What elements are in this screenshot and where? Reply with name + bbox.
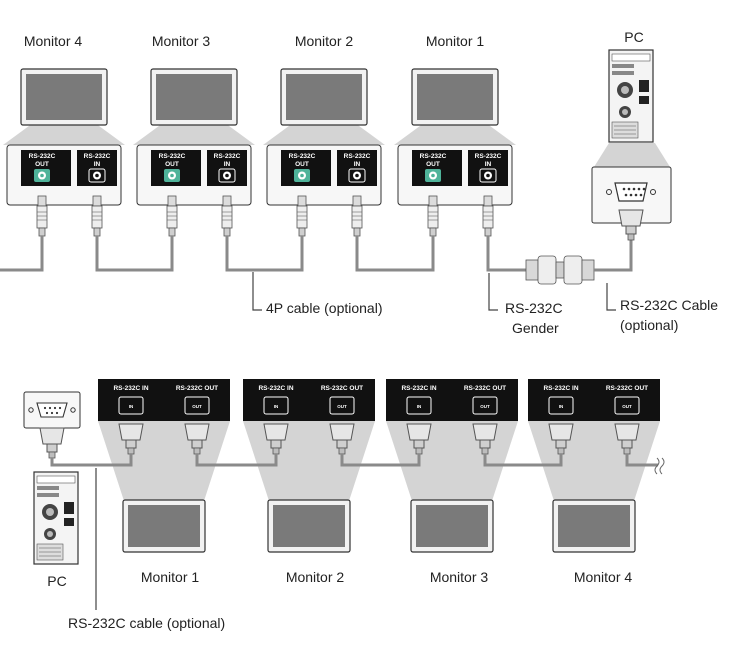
in-port-label: RS-232C (475, 153, 502, 160)
bottom-monitor-3-label: Monitor 3 (430, 569, 489, 585)
bottom-diagram: PC RS-232C IN RS-232C OUT IN OUT RS-232C… (23, 379, 665, 631)
in-port-sub: IN (485, 161, 492, 168)
out-pin: OUT (337, 404, 347, 409)
top-monitor-4-label: Monitor 4 (24, 33, 83, 49)
cable-break-icon (654, 457, 665, 475)
cable-4p-label: 4P cable (optional) (266, 300, 382, 316)
bottom-monitor-1-label: Monitor 1 (141, 569, 200, 585)
out-port-label: RS-232C (420, 153, 447, 160)
in-pin: IN (129, 404, 134, 409)
top-monitor-1: RS-232C OUT RS-232C IN (394, 68, 516, 237)
top-pc-label: PC (624, 29, 643, 45)
gender-label-line1: RS-232C (505, 300, 563, 316)
out-port-label: RS-232C (289, 153, 316, 160)
out-pin: OUT (192, 404, 202, 409)
bottom-rs232-cables (50, 454, 658, 467)
in-pin: IN (274, 404, 279, 409)
top-monitor-2: RS-232C OUT RS-232C IN (263, 68, 385, 237)
out-port-sub: OUT (165, 161, 179, 168)
in-port-sub: IN (354, 161, 361, 168)
top-monitor-3: RS-232C OUT RS-232C IN (133, 68, 255, 237)
in-port-label: RS-232C (84, 153, 111, 160)
in-port-label: RS-232C IN (401, 385, 436, 392)
in-pin: IN (559, 404, 564, 409)
top-monitor-4: RS-232C OUT RS-232C IN (3, 68, 125, 237)
bottom-cable-label: RS-232C cable (optional) (68, 615, 225, 631)
rs232-cable-label-line2: (optional) (620, 317, 678, 333)
in-pin: IN (417, 404, 422, 409)
top-monitor-2-label: Monitor 2 (295, 33, 354, 49)
in-port-label: RS-232C (344, 153, 371, 160)
in-port-sub: IN (94, 161, 101, 168)
out-port-label: RS-232C OUT (464, 385, 506, 392)
in-port-label: RS-232C (214, 153, 241, 160)
top-monitor-1-label: Monitor 1 (426, 33, 485, 49)
bottom-pc-label: PC (47, 573, 66, 589)
out-port-sub: OUT (35, 161, 49, 168)
out-port-label: RS-232C OUT (176, 385, 218, 392)
in-port-label: RS-232C IN (258, 385, 293, 392)
bottom-pc-serial-port (23, 391, 81, 429)
bottom-monitor-4: RS-232C IN RS-232C OUT IN OUT (528, 379, 660, 553)
top-callouts (252, 272, 616, 311)
bottom-monitor-2-label: Monitor 2 (286, 569, 345, 585)
out-port-label: RS-232C (29, 153, 56, 160)
top-pc-serial-port (591, 166, 672, 224)
bottom-monitor-3: RS-232C IN RS-232C OUT IN OUT (386, 379, 518, 553)
bottom-monitor-2: RS-232C IN RS-232C OUT IN OUT (243, 379, 375, 553)
out-pin: OUT (622, 404, 632, 409)
out-port-sub: OUT (426, 161, 440, 168)
top-pc-tower (608, 49, 654, 143)
out-port-label: RS-232C OUT (321, 385, 363, 392)
in-port-sub: IN (224, 161, 231, 168)
out-port-label: RS-232C OUT (606, 385, 648, 392)
top-monitor-3-label: Monitor 3 (152, 33, 211, 49)
rs232-cable-label-line1: RS-232C Cable (620, 297, 718, 313)
in-port-label: RS-232C IN (543, 385, 578, 392)
out-pin: OUT (480, 404, 490, 409)
out-port-label: RS-232C (159, 153, 186, 160)
gender-label-line2: Gender (512, 320, 559, 336)
bottom-monitor-1: RS-232C IN RS-232C OUT IN OUT (98, 379, 230, 553)
bottom-monitor-4-label: Monitor 4 (574, 569, 633, 585)
rs232c-gender-adapter (525, 255, 595, 285)
in-port-label: RS-232C IN (113, 385, 148, 392)
top-4p-cables (0, 236, 528, 272)
out-port-sub: OUT (295, 161, 309, 168)
bottom-pc-tower (33, 471, 79, 565)
top-diagram: RS-232C OUT RS-232C IN RS-232C OUT RS-23… (0, 29, 718, 336)
